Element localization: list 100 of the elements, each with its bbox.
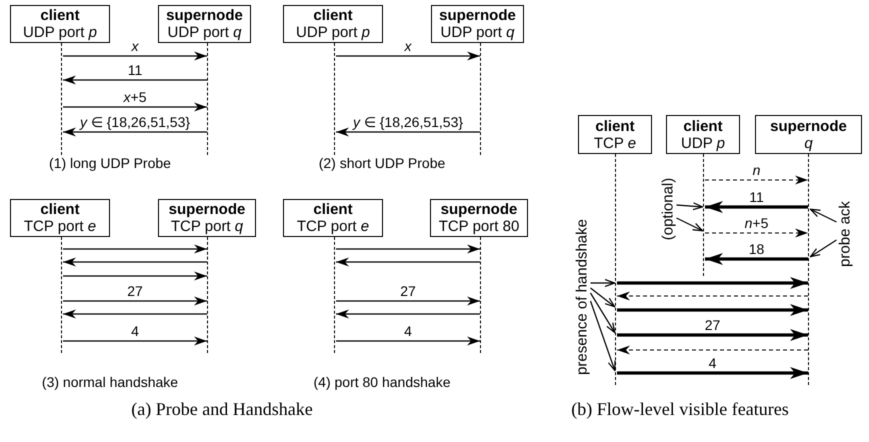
message-arrow bbox=[705, 176, 808, 184]
lifeline bbox=[207, 43, 209, 155]
participant-box bbox=[430, 199, 528, 237]
message-arrow bbox=[617, 367, 808, 379]
edge-label: 4 bbox=[708, 356, 716, 371]
participant-name: supernode bbox=[770, 118, 847, 134]
edge-label: 27 bbox=[127, 284, 143, 299]
port-label: TCP port 80 bbox=[438, 218, 520, 235]
participant-box bbox=[283, 5, 383, 43]
port-label: UDP p bbox=[681, 134, 725, 152]
message-arrow bbox=[63, 296, 207, 306]
message-arrow bbox=[705, 253, 808, 265]
participant-name: client bbox=[595, 118, 635, 134]
lifeline bbox=[334, 237, 336, 353]
participant-box bbox=[283, 199, 383, 237]
message-arrow bbox=[63, 128, 207, 136]
participant-name: supernode bbox=[166, 7, 243, 24]
port-label: UDP port q bbox=[168, 24, 242, 41]
leader-line bbox=[590, 278, 616, 288]
message-arrow bbox=[63, 76, 207, 84]
edge-label: n bbox=[752, 163, 760, 178]
message-arrow bbox=[336, 52, 480, 60]
message-arrow bbox=[336, 296, 480, 306]
participant-name: supernode bbox=[168, 201, 246, 218]
edge-label: 18 bbox=[748, 242, 764, 257]
annotation-text: presence of handshake bbox=[574, 219, 590, 375]
participant-box bbox=[10, 199, 110, 237]
edge-label: x bbox=[404, 39, 412, 54]
edge-label: 11 bbox=[749, 190, 764, 205]
edge-label: x bbox=[132, 39, 138, 54]
edge-label: y ∈ {18,26,51,53} bbox=[80, 115, 190, 130]
figure-caption: (b) Flow-level visible features bbox=[571, 399, 789, 420]
panel-caption: (3) normal handshake bbox=[42, 374, 178, 390]
panel-caption: (2) short UDP Probe bbox=[318, 155, 446, 171]
participant-box bbox=[578, 115, 652, 154]
participant-name: client bbox=[313, 201, 353, 218]
leader-line bbox=[590, 300, 616, 372]
message-arrow bbox=[63, 310, 207, 318]
message-arrow bbox=[63, 258, 207, 266]
message-arrow bbox=[617, 304, 808, 316]
port-label: UDP port p bbox=[23, 24, 97, 41]
participant-box bbox=[158, 5, 251, 43]
message-arrow bbox=[705, 228, 808, 238]
message-arrow bbox=[705, 201, 808, 213]
edge-label: x+5 bbox=[124, 90, 146, 105]
participant-box bbox=[431, 5, 524, 43]
lifeline bbox=[61, 43, 63, 155]
edge-label: 4 bbox=[404, 324, 412, 339]
edge-label: 27 bbox=[704, 318, 720, 333]
lifeline bbox=[334, 43, 336, 155]
figure-caption: (a) Probe and Handshake bbox=[131, 399, 313, 420]
leader-line bbox=[810, 240, 837, 258]
participant-name: client bbox=[683, 118, 723, 134]
port-label: TCP e bbox=[594, 134, 636, 152]
edge-label: 11 bbox=[128, 63, 142, 78]
participant-box bbox=[158, 199, 256, 237]
message-arrow bbox=[336, 244, 480, 254]
message-arrow bbox=[336, 258, 480, 266]
edge-label: 4 bbox=[131, 324, 139, 339]
message-arrow bbox=[336, 310, 480, 318]
message-arrow bbox=[617, 292, 808, 300]
leader-line bbox=[810, 208, 837, 223]
leader-line bbox=[676, 217, 704, 232]
leader-line bbox=[676, 202, 704, 210]
lifeline bbox=[615, 154, 617, 385]
edge-label: y ∈ {18,26,51,53} bbox=[352, 115, 464, 130]
port-label: UDP port q bbox=[440, 24, 514, 41]
leader-line bbox=[590, 288, 616, 308]
panel-caption: (1) long UDP Probe bbox=[49, 155, 171, 171]
port-label: UDP port p bbox=[296, 24, 370, 41]
participant-box bbox=[10, 5, 110, 43]
participant-name: client bbox=[313, 7, 353, 24]
message-arrow bbox=[63, 244, 207, 254]
participant-name: supernode bbox=[439, 7, 516, 24]
message-arrow bbox=[617, 329, 808, 341]
message-arrow bbox=[63, 272, 207, 280]
panel-caption: (4) port 80 handshake bbox=[314, 374, 450, 390]
participant-name: supernode bbox=[440, 201, 518, 218]
participant-box bbox=[666, 115, 740, 154]
participant-name: client bbox=[40, 7, 80, 24]
edge-label: n+5 bbox=[744, 216, 768, 231]
message-arrow bbox=[63, 52, 207, 60]
message-arrow bbox=[63, 336, 207, 346]
lifeline bbox=[703, 154, 705, 276]
port-label: TCP port e bbox=[24, 218, 96, 235]
message-arrow bbox=[617, 346, 808, 354]
message-arrow bbox=[336, 336, 480, 346]
lifeline bbox=[207, 237, 209, 353]
message-arrow bbox=[617, 277, 808, 289]
port-label: q bbox=[804, 134, 813, 152]
edge-label: 27 bbox=[400, 284, 416, 299]
lifeline bbox=[61, 237, 63, 353]
lifeline bbox=[808, 154, 810, 385]
leader-line bbox=[590, 292, 616, 334]
participant-box bbox=[755, 115, 862, 154]
participant-name: client bbox=[40, 201, 80, 218]
lifeline bbox=[480, 43, 482, 155]
annotation-text: probe ack bbox=[836, 201, 854, 267]
lifeline bbox=[480, 237, 482, 353]
message-arrow bbox=[336, 128, 480, 136]
